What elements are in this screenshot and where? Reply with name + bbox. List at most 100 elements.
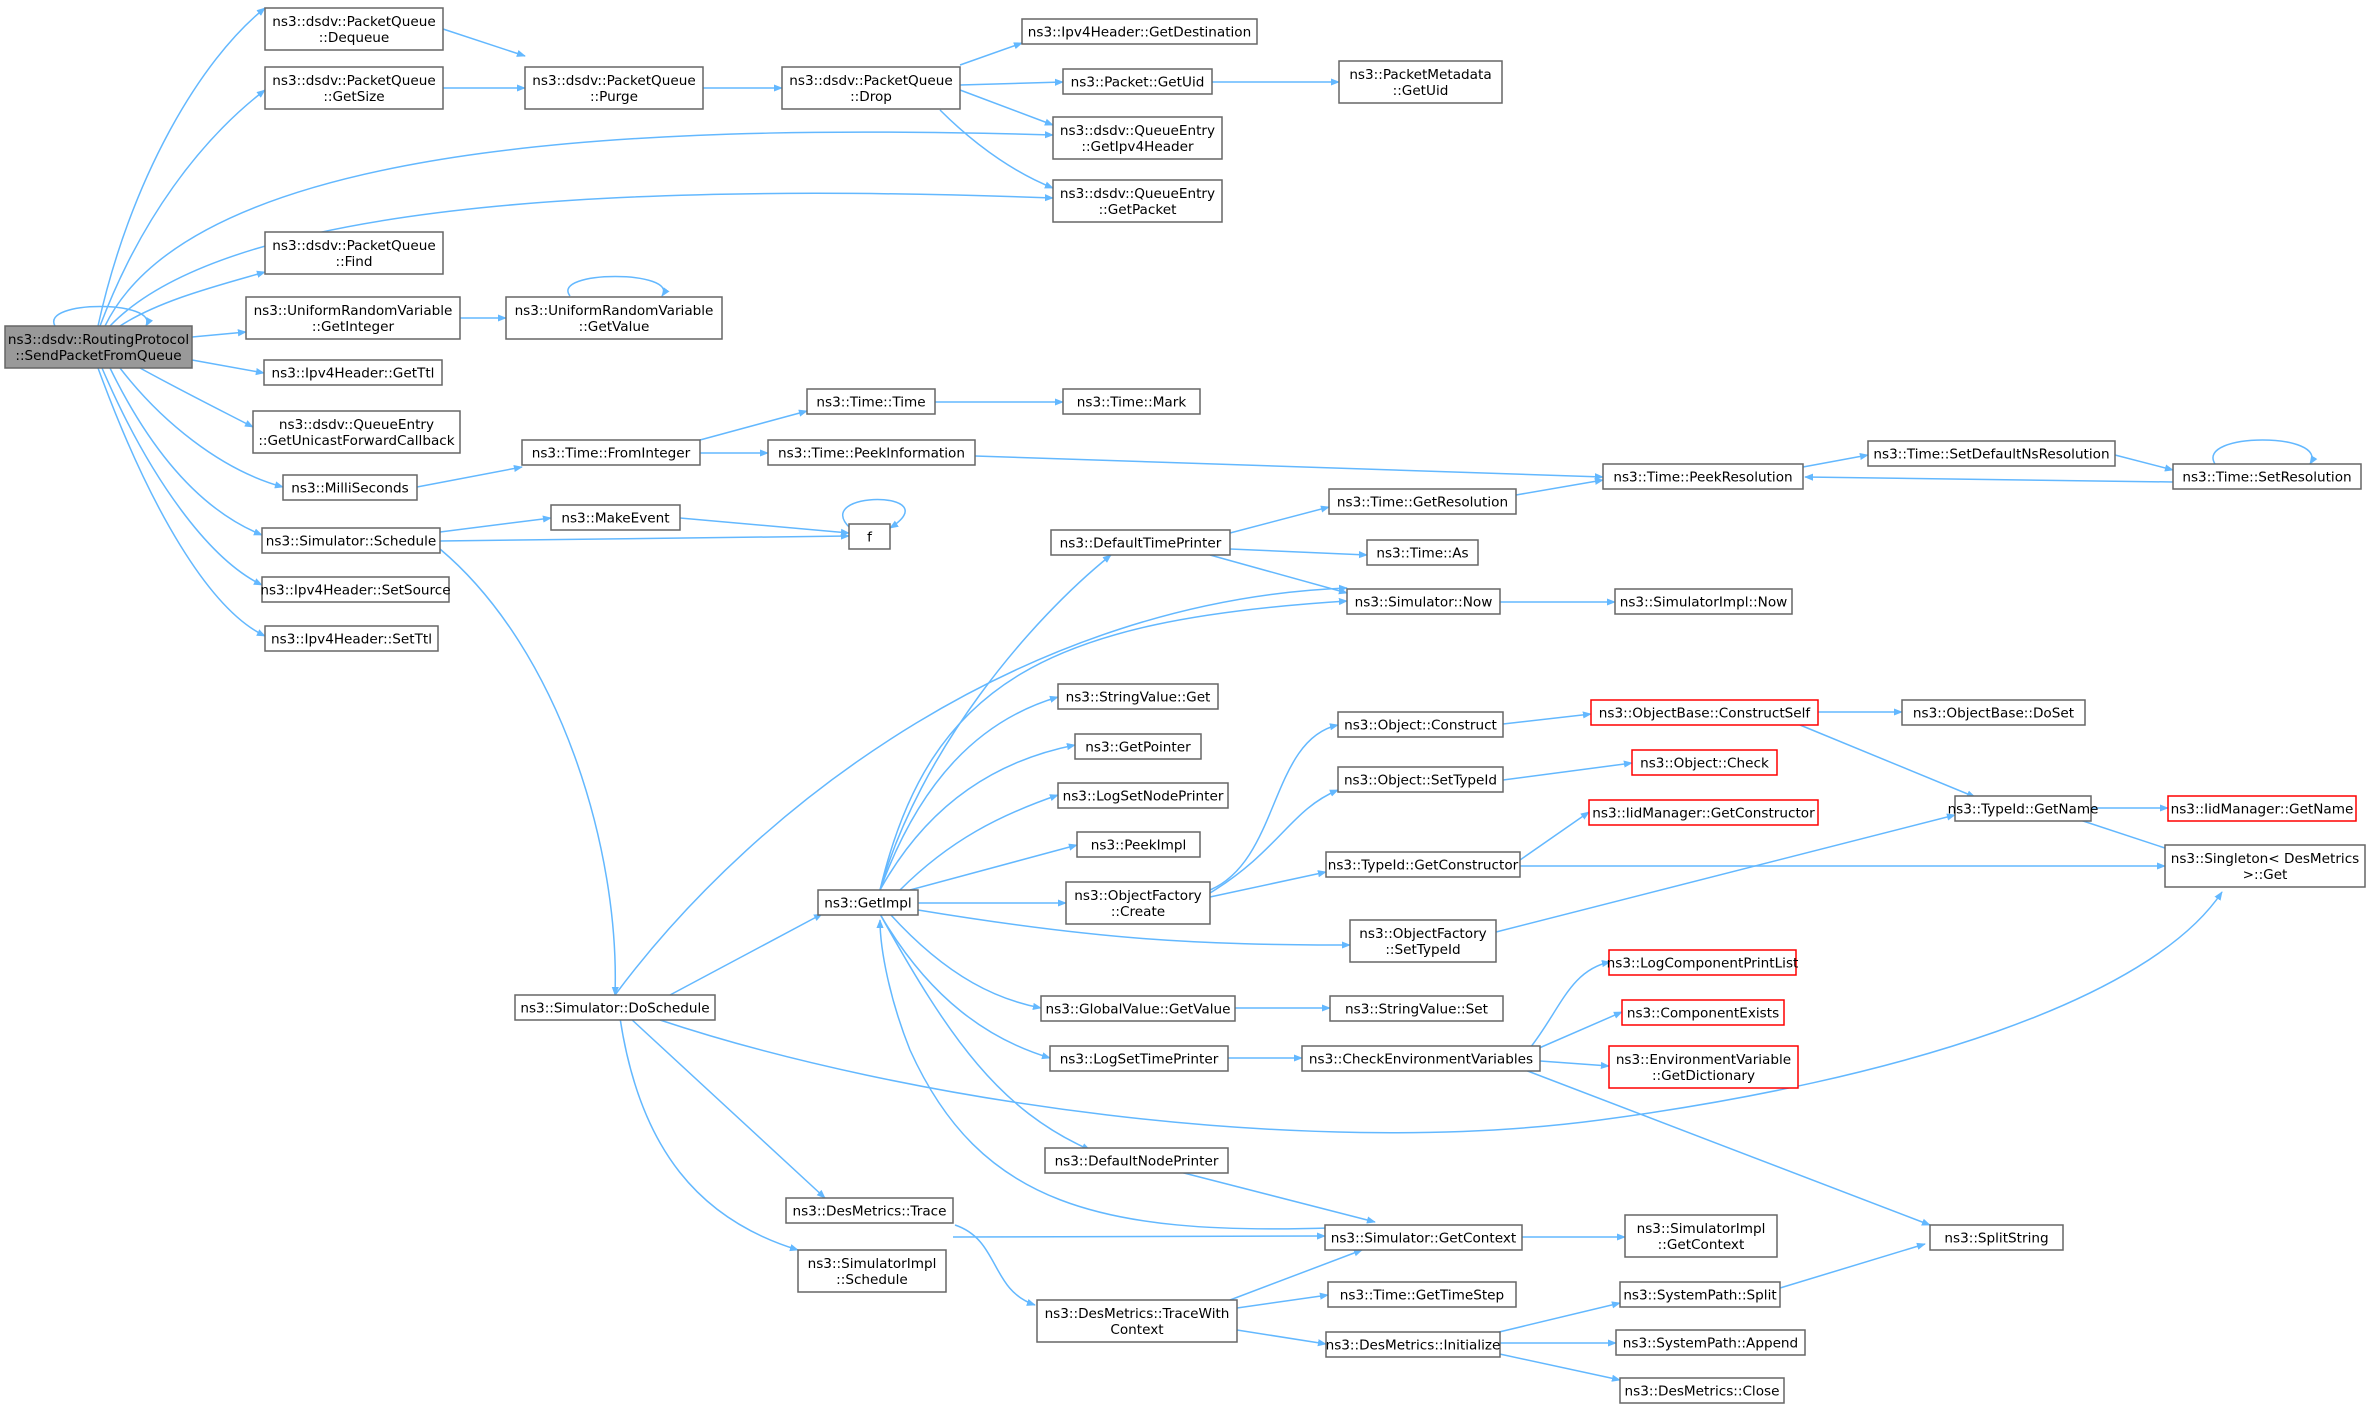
node-tidgetname[interactable]: ns3::TypeId::GetName	[1948, 795, 2099, 822]
node-implnow[interactable]: ns3::SimulatorImpl::Now	[1614, 588, 1793, 615]
node-label: ns3::DesMetrics::TraceWith	[1045, 1306, 1230, 1322]
node-iidgetctor[interactable]: ns3::IidManager::GetConstructor	[1588, 799, 1819, 826]
node-deftp[interactable]: ns3::DefaultTimePrinter	[1050, 529, 1231, 556]
node-gettimestep[interactable]: ns3::Time::GetTimeStep	[1327, 1281, 1517, 1308]
node-iidgetname[interactable]: ns3::IidManager::GetName	[2167, 795, 2357, 822]
node-splitstring[interactable]: ns3::SplitString	[1929, 1224, 2064, 1251]
node-logsnp[interactable]: ns3::LogSetNodePrinter	[1057, 782, 1229, 809]
node-find[interactable]: ns3::dsdv::PacketQueue::Find	[264, 231, 444, 275]
node-box	[848, 523, 891, 550]
node-ofsettypeid[interactable]: ns3::ObjectFactory::SetTypeId	[1349, 919, 1497, 963]
node-box	[1366, 539, 1479, 566]
node-drop[interactable]: ns3::dsdv::PacketQueue::Drop	[781, 66, 961, 110]
node-singleton[interactable]: ns3::Singleton< DesMetrics >::Get	[2164, 844, 2366, 888]
node-urvval[interactable]: ns3::UniformRandomVariable::GetValue	[505, 296, 723, 340]
node-checkenv[interactable]: ns3::CheckEnvironmentVariables	[1301, 1045, 1541, 1072]
node-dmtrace[interactable]: ns3::DesMetrics::Trace	[785, 1197, 954, 1224]
node-getdest[interactable]: ns3::Ipv4Header::GetDestination	[1021, 18, 1258, 45]
node-makeevent[interactable]: ns3::MakeEvent	[550, 504, 681, 531]
node-metauid[interactable]: ns3::PacketMetadata::GetUid	[1338, 60, 1503, 104]
node-box	[261, 527, 441, 554]
node-box	[1076, 831, 1201, 858]
node-timetime[interactable]: ns3::Time::Time	[806, 388, 936, 415]
node-spsplit[interactable]: ns3::SystemPath::Split	[1619, 1281, 1781, 1308]
node-peekres[interactable]: ns3::Time::PeekResolution	[1602, 463, 1804, 490]
node-box	[521, 439, 701, 466]
node-purge[interactable]: ns3::dsdv::PacketQueue::Purge	[524, 66, 704, 110]
node-label: ns3::UniformRandomVariable	[515, 303, 714, 319]
node-box	[1624, 1214, 1778, 1258]
node-ofcreate[interactable]: ns3::ObjectFactory::Create	[1065, 881, 1211, 925]
node-fromint[interactable]: ns3::Time::FromInteger	[521, 439, 701, 466]
node-envdict[interactable]: ns3::EnvironmentVariable::GetDictionary	[1608, 1045, 1799, 1089]
node-getttl[interactable]: ns3::Ipv4Header::GetTtl	[263, 359, 443, 386]
node-label: ns3::GlobalValue::GetValue	[1046, 1002, 1231, 1018]
node-urvint[interactable]: ns3::UniformRandomVariable::GetInteger	[245, 296, 461, 340]
node-implgetctx[interactable]: ns3::SimulatorImpl::GetContext	[1624, 1214, 1778, 1258]
node-getres[interactable]: ns3::Time::GetResolution	[1328, 488, 1517, 515]
node-implsched[interactable]: ns3::SimulatorImpl::Schedule	[797, 1249, 947, 1293]
node-getimpl[interactable]: ns3::GetImpl	[817, 889, 919, 916]
node-doschedule[interactable]: ns3::Simulator::DoSchedule	[514, 994, 716, 1021]
node-label: ns3::LogComponentPrintList	[1607, 956, 1799, 972]
node-tidgetctor[interactable]: ns3::TypeId::GetConstructor	[1325, 851, 1521, 878]
edge-root-find	[119, 270, 266, 327]
node-dminit[interactable]: ns3::DesMetrics::Initialize	[1325, 1331, 1501, 1358]
node-defnp[interactable]: ns3::DefaultNodePrinter	[1044, 1147, 1229, 1174]
node-box	[1614, 588, 1793, 615]
node-peekimpl[interactable]: ns3::PeekImpl	[1076, 831, 1201, 858]
node-label: ::Create	[1111, 904, 1165, 920]
node-label: ns3::Ipv4Header::GetDestination	[1028, 25, 1252, 41]
edge-getres-peekres	[1515, 477, 1604, 496]
node-as[interactable]: ns3::Time::As	[1366, 539, 1479, 566]
node-label: Context	[1110, 1322, 1163, 1338]
node-schedule[interactable]: ns3::Simulator::Schedule	[261, 527, 441, 554]
node-simnow[interactable]: ns3::Simulator::Now	[1346, 588, 1501, 615]
node-objcheck[interactable]: ns3::Object::Check	[1631, 749, 1778, 776]
node-box	[1057, 782, 1229, 809]
node-gvgetvalue[interactable]: ns3::GlobalValue::GetValue	[1040, 995, 1236, 1022]
node-objconstruct[interactable]: ns3::Object::Construct	[1337, 711, 1504, 738]
node-getsize[interactable]: ns3::dsdv::PacketQueue::GetSize	[264, 66, 444, 110]
node-box	[1324, 1224, 1523, 1251]
node-dmclose[interactable]: ns3::DesMetrics::Close	[1619, 1377, 1785, 1404]
node-strset[interactable]: ns3::StringValue::Set	[1329, 995, 1504, 1022]
node-box	[2167, 795, 2357, 822]
edge-getimpl-ofsettypeid	[917, 909, 1351, 949]
edge-getimpl-peekimpl	[909, 843, 1078, 891]
node-strget[interactable]: ns3::StringValue::Get	[1057, 683, 1219, 710]
node-setsource[interactable]: ns3::Ipv4Header::SetSource	[260, 576, 451, 603]
node-setres[interactable]: ns3::Time::SetResolution	[2172, 463, 2362, 490]
node-spappend[interactable]: ns3::SystemPath::Append	[1615, 1329, 1806, 1356]
edge-makeevent-f	[679, 517, 850, 536]
node-simgetctx[interactable]: ns3::Simulator::GetContext	[1324, 1224, 1523, 1251]
node-compexists[interactable]: ns3::ComponentExists	[1621, 999, 1785, 1026]
node-doset[interactable]: ns3::ObjectBase::DoSet	[1901, 699, 2086, 726]
node-setttl[interactable]: ns3::Ipv4Header::SetTtl	[264, 625, 439, 652]
node-ms[interactable]: ns3::MilliSeconds	[282, 474, 418, 501]
node-qipv4[interactable]: ns3::dsdv::QueueEntry::GetIpv4Header	[1052, 116, 1223, 160]
edge-getimpl-strget	[879, 695, 1059, 891]
node-root[interactable]: ns3::dsdv::RoutingProtocol::SendPacketFr…	[4, 325, 193, 369]
node-box	[1337, 766, 1504, 793]
node-qpacket[interactable]: ns3::dsdv::QueueEntry::GetPacket	[1052, 179, 1223, 223]
node-peekinfo[interactable]: ns3::Time::PeekInformation	[767, 439, 976, 466]
node-dequeue[interactable]: ns3::dsdv::PacketQueue::Dequeue	[264, 7, 444, 51]
node-label: ns3::StringValue::Set	[1345, 1002, 1488, 1018]
node-f[interactable]: f	[848, 523, 891, 550]
node-logcpl[interactable]: ns3::LogComponentPrintList	[1607, 949, 1799, 976]
node-logstp[interactable]: ns3::LogSetTimePrinter	[1049, 1045, 1229, 1072]
edge-objsettypeid-objcheck	[1502, 760, 1633, 781]
node-setdefns[interactable]: ns3::Time::SetDefaultNsResolution	[1867, 440, 2116, 467]
node-getuid[interactable]: ns3::Packet::GetUid	[1062, 68, 1213, 95]
node-getptr[interactable]: ns3::GetPointer	[1074, 733, 1202, 760]
edge-root-schedule	[109, 367, 263, 536]
node-qucast[interactable]: ns3::dsdv::QueueEntry::GetUnicastForward…	[252, 410, 461, 454]
node-box	[1325, 1331, 1501, 1358]
edge-f-self	[841, 498, 906, 529]
node-constructself[interactable]: ns3::ObjectBase::ConstructSelf	[1590, 699, 1819, 726]
node-mark[interactable]: ns3::Time::Mark	[1062, 388, 1201, 415]
node-objsettypeid[interactable]: ns3::Object::SetTypeId	[1337, 766, 1504, 793]
node-label: ns3::UniformRandomVariable	[254, 303, 453, 319]
